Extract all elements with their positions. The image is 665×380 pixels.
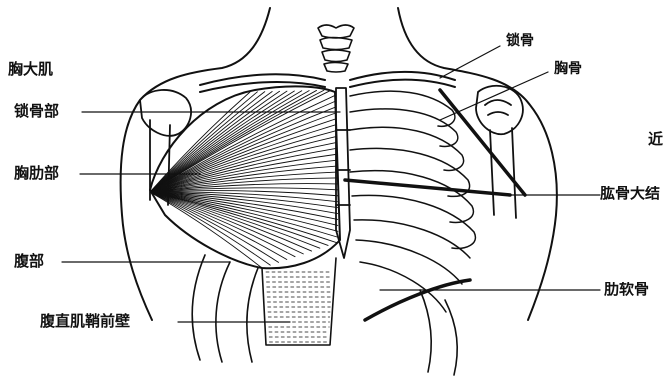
ribs-lower-left — [192, 255, 457, 375]
label-costal-cartilage: 肋软骨 — [604, 282, 665, 297]
label-sternocostal-part: 胸肋部 — [14, 166, 59, 181]
cervical-vertebrae — [318, 25, 354, 72]
rectus-sheath — [266, 272, 332, 342]
ribs-right — [350, 91, 475, 312]
pectoralis-major-fibers — [150, 90, 338, 268]
label-clavicular-part: 锁骨部 — [14, 104, 59, 119]
label-pectoralis-major: 胸大肌 — [8, 62, 53, 77]
label-clavicle: 锁骨 — [506, 34, 534, 48]
label-abdominal-part: 腹部 — [14, 254, 44, 269]
reference-bars — [345, 90, 525, 320]
label-humerus-tubercle: 肱骨大结 — [600, 186, 665, 201]
label-rectus-sheath: 腹直肌鞘前壁 — [40, 314, 130, 329]
label-edge-character: 近 — [648, 132, 663, 147]
label-sternum: 胸骨 — [554, 62, 582, 76]
